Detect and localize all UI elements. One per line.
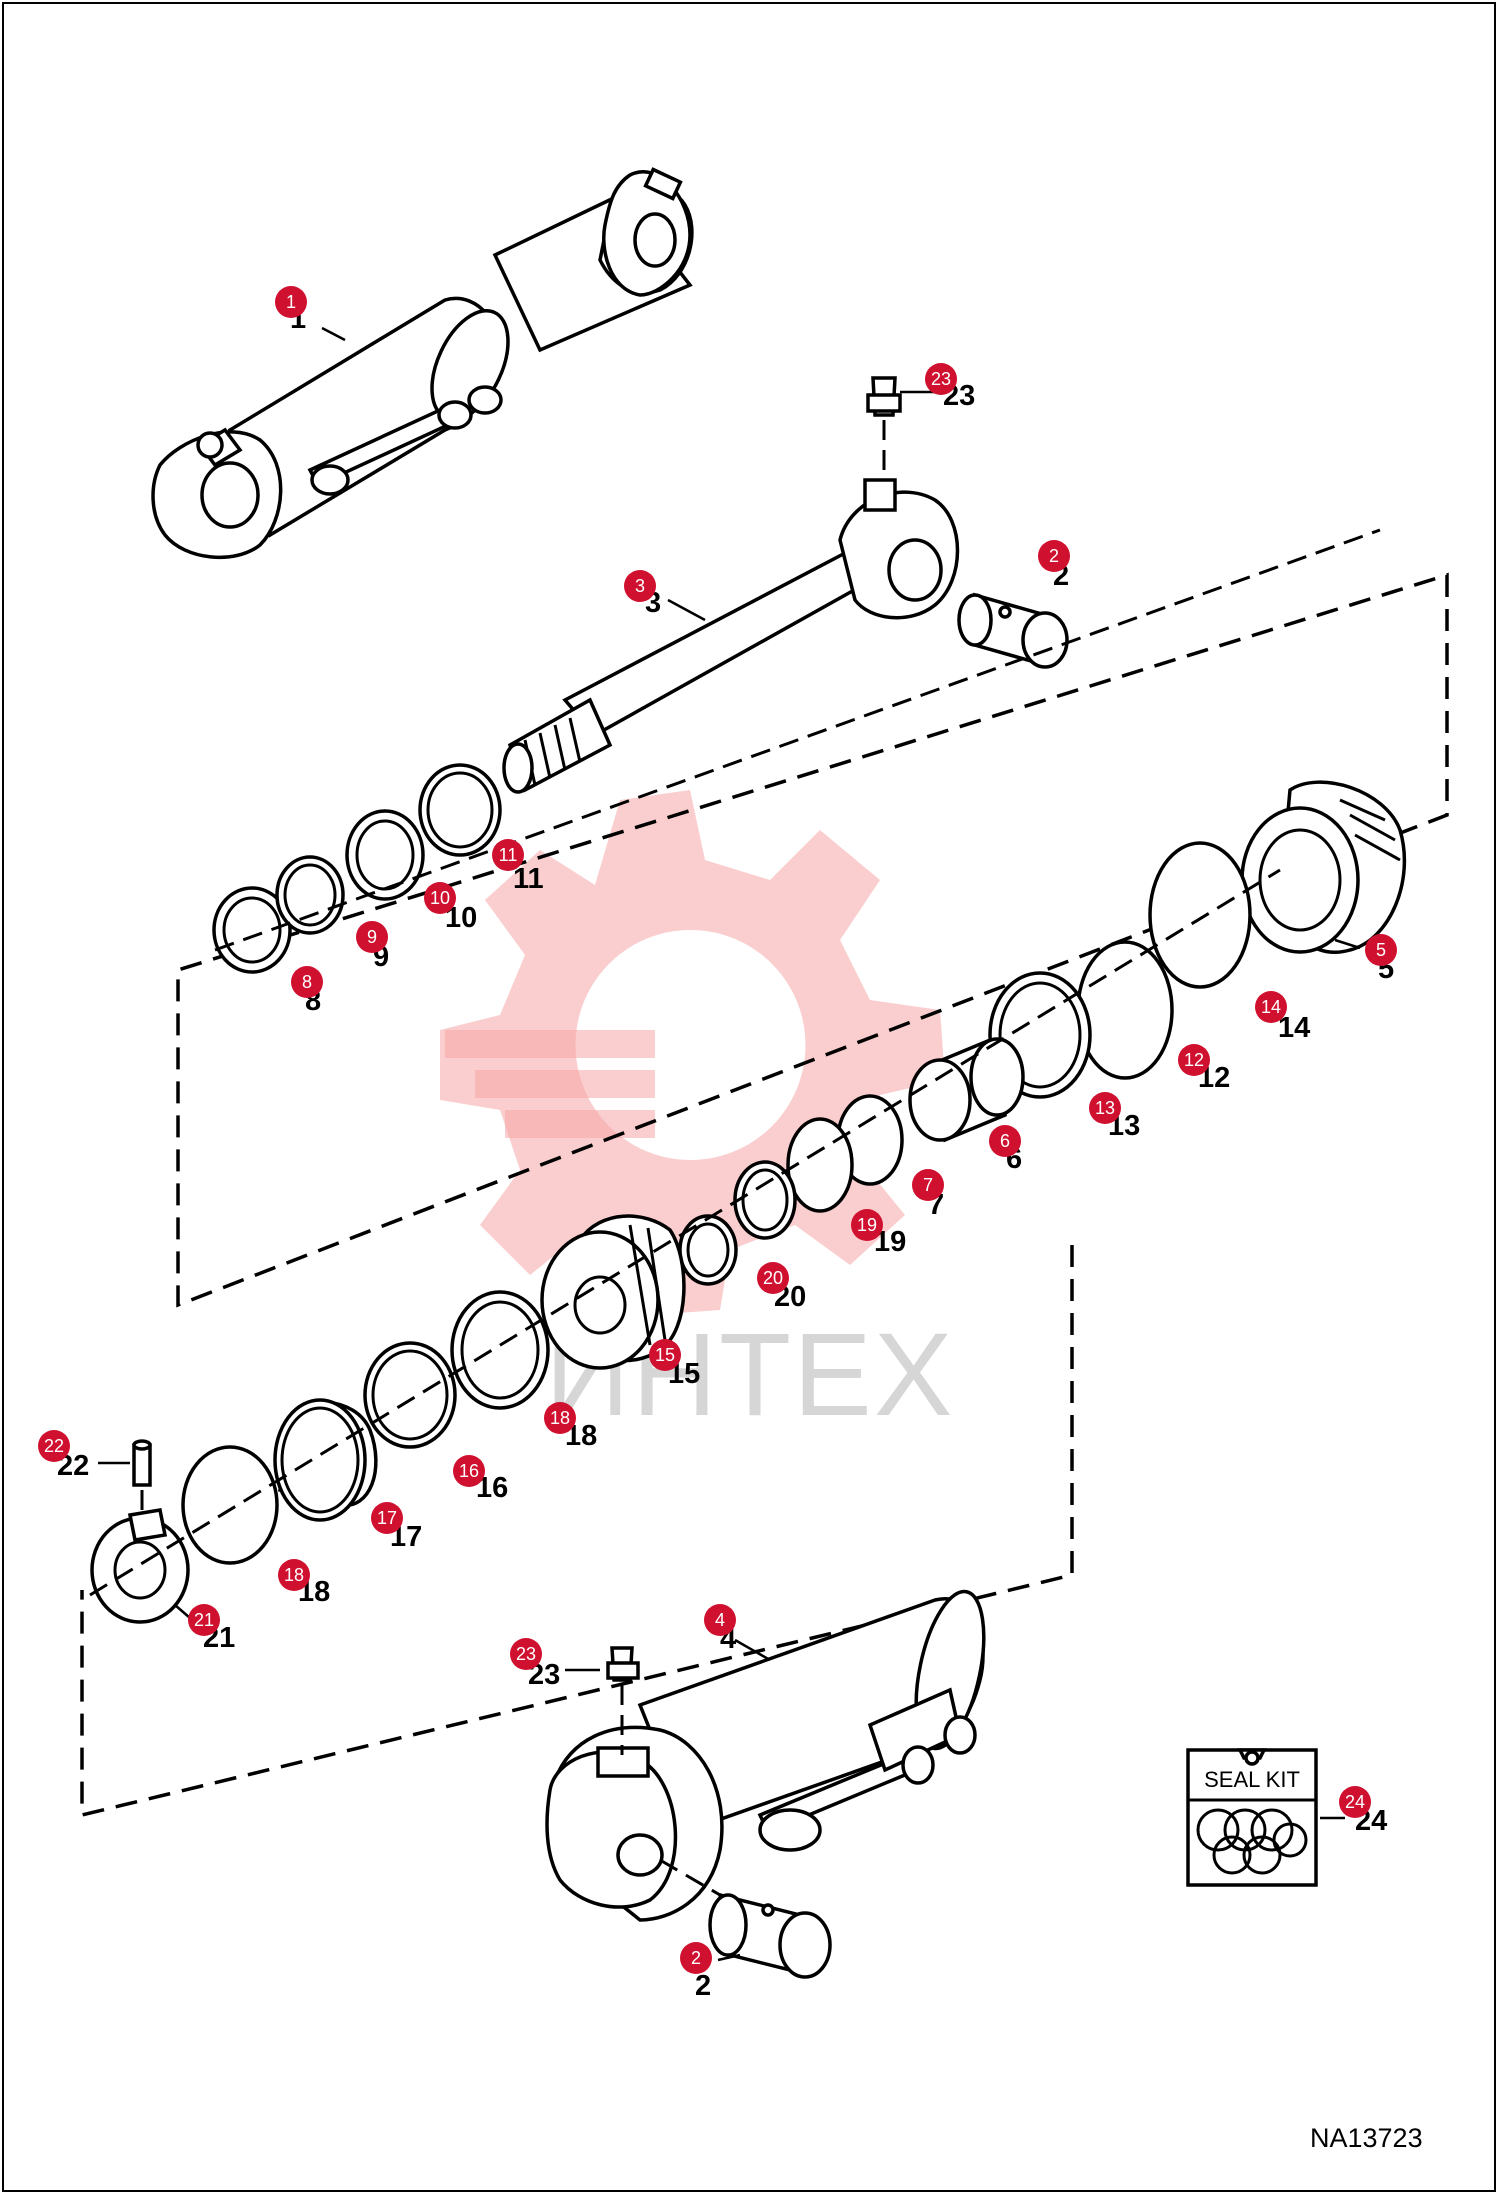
o-ring-14 xyxy=(1148,841,1252,989)
badge-10: 10 xyxy=(424,882,456,914)
badge-3: 3 xyxy=(624,570,656,602)
svg-text:10: 10 xyxy=(430,888,450,908)
seal-kit-24 xyxy=(1186,1748,1345,1887)
badge-2-top: 2 xyxy=(1038,540,1070,572)
svg-text:21: 21 xyxy=(194,1610,214,1630)
diagram-code: NA13723 xyxy=(1310,2123,1423,2153)
gland-nut xyxy=(1240,780,1407,954)
badge-18-upper: 18 xyxy=(544,1402,576,1434)
badge-5: 5 xyxy=(1365,934,1397,966)
set-screw-22 xyxy=(98,1439,152,1520)
svg-text:11: 11 xyxy=(499,845,518,865)
svg-text:17: 17 xyxy=(377,1508,397,1528)
svg-text:23: 23 xyxy=(931,369,951,389)
svg-text:23: 23 xyxy=(516,1644,536,1664)
svg-text:13: 13 xyxy=(1095,1098,1115,1118)
badge-14: 14 xyxy=(1255,991,1287,1023)
badge-20: 20 xyxy=(757,1262,789,1294)
o-ring-18a xyxy=(450,1290,550,1410)
bushing-6 xyxy=(908,1037,1025,1143)
badge-15: 15 xyxy=(649,1339,681,1371)
svg-text:12: 12 xyxy=(1184,1050,1204,1070)
svg-text:18: 18 xyxy=(550,1408,570,1428)
svg-text:15: 15 xyxy=(655,1345,675,1365)
wear-ring-17 xyxy=(273,1398,378,1522)
badge-6: 6 xyxy=(989,1125,1021,1157)
badge-2-bottom: 2 xyxy=(680,1942,712,1974)
svg-text:1: 1 xyxy=(286,292,296,312)
seal-ring-20b xyxy=(678,1214,738,1286)
seal-ring-8 xyxy=(212,886,292,974)
grease-fitting-bottom xyxy=(565,1646,640,1755)
badge-12: 12 xyxy=(1178,1044,1210,1076)
part-number-11: 11 xyxy=(513,863,544,895)
seal-ring-10 xyxy=(345,809,425,901)
svg-text:24: 24 xyxy=(1345,1792,1365,1812)
svg-text:18: 18 xyxy=(284,1565,304,1585)
svg-text:5: 5 xyxy=(1376,940,1386,960)
badge-13: 13 xyxy=(1089,1092,1121,1124)
seal-ring-11 xyxy=(418,763,502,857)
grease-fitting-top xyxy=(866,376,935,480)
seal-kit-label: SEAL KIT xyxy=(1204,1767,1300,1792)
svg-text:8: 8 xyxy=(302,972,312,992)
svg-text:6: 6 xyxy=(1000,1131,1010,1151)
svg-text:2: 2 xyxy=(691,1948,701,1968)
badge-19: 19 xyxy=(851,1209,883,1241)
badge-8: 8 xyxy=(291,966,323,998)
badge-17: 17 xyxy=(371,1502,403,1534)
svg-text:19: 19 xyxy=(857,1215,877,1235)
svg-text:9: 9 xyxy=(367,927,377,947)
red-badges: 1 2 2 3 4 5 6 7 8 9 10 11 12 13 14 15 16… xyxy=(38,286,1397,1974)
badge-4: 4 xyxy=(704,1604,736,1636)
lock-nut-21 xyxy=(90,1507,191,1624)
svg-text:3: 3 xyxy=(635,576,645,596)
badge-11: 11 xyxy=(492,839,524,871)
part-number-14: 14 xyxy=(1278,1012,1310,1044)
seal-ring-20a xyxy=(733,1160,797,1240)
piston-rod xyxy=(502,478,960,794)
svg-text:20: 20 xyxy=(763,1268,783,1288)
assembled-cylinder xyxy=(151,167,694,559)
badge-18-lower: 18 xyxy=(278,1559,310,1591)
svg-text:2: 2 xyxy=(1049,546,1059,566)
svg-text:4: 4 xyxy=(715,1610,725,1630)
o-ring-18b xyxy=(181,1445,279,1565)
svg-text:14: 14 xyxy=(1261,997,1281,1017)
badge-21: 21 xyxy=(188,1604,220,1636)
pin-bottom xyxy=(659,1858,832,1979)
svg-text:16: 16 xyxy=(459,1461,479,1481)
pin-top xyxy=(957,592,1069,669)
svg-text:22: 22 xyxy=(44,1436,64,1456)
badge-1: 1 xyxy=(275,286,307,318)
o-ring-12 xyxy=(1076,940,1174,1080)
part-number-2-bottom: 2 xyxy=(695,1970,711,2002)
badge-9: 9 xyxy=(356,921,388,953)
badge-24: 24 xyxy=(1339,1786,1371,1818)
svg-text:7: 7 xyxy=(923,1175,933,1195)
badge-16: 16 xyxy=(453,1455,485,1487)
badge-7: 7 xyxy=(912,1169,944,1201)
badge-23-bottom: 23 xyxy=(510,1638,542,1670)
assembly-axis-lower xyxy=(89,868,1281,1597)
badge-22: 22 xyxy=(38,1430,70,1462)
seal-ring-16 xyxy=(363,1341,457,1449)
assembly-axis-upper xyxy=(214,528,1381,952)
piston-group-boundary xyxy=(176,572,1449,1308)
seal-ring-9 xyxy=(275,855,345,935)
cylinder-barrel xyxy=(545,1589,986,1922)
badge-23-top: 23 xyxy=(925,363,957,395)
